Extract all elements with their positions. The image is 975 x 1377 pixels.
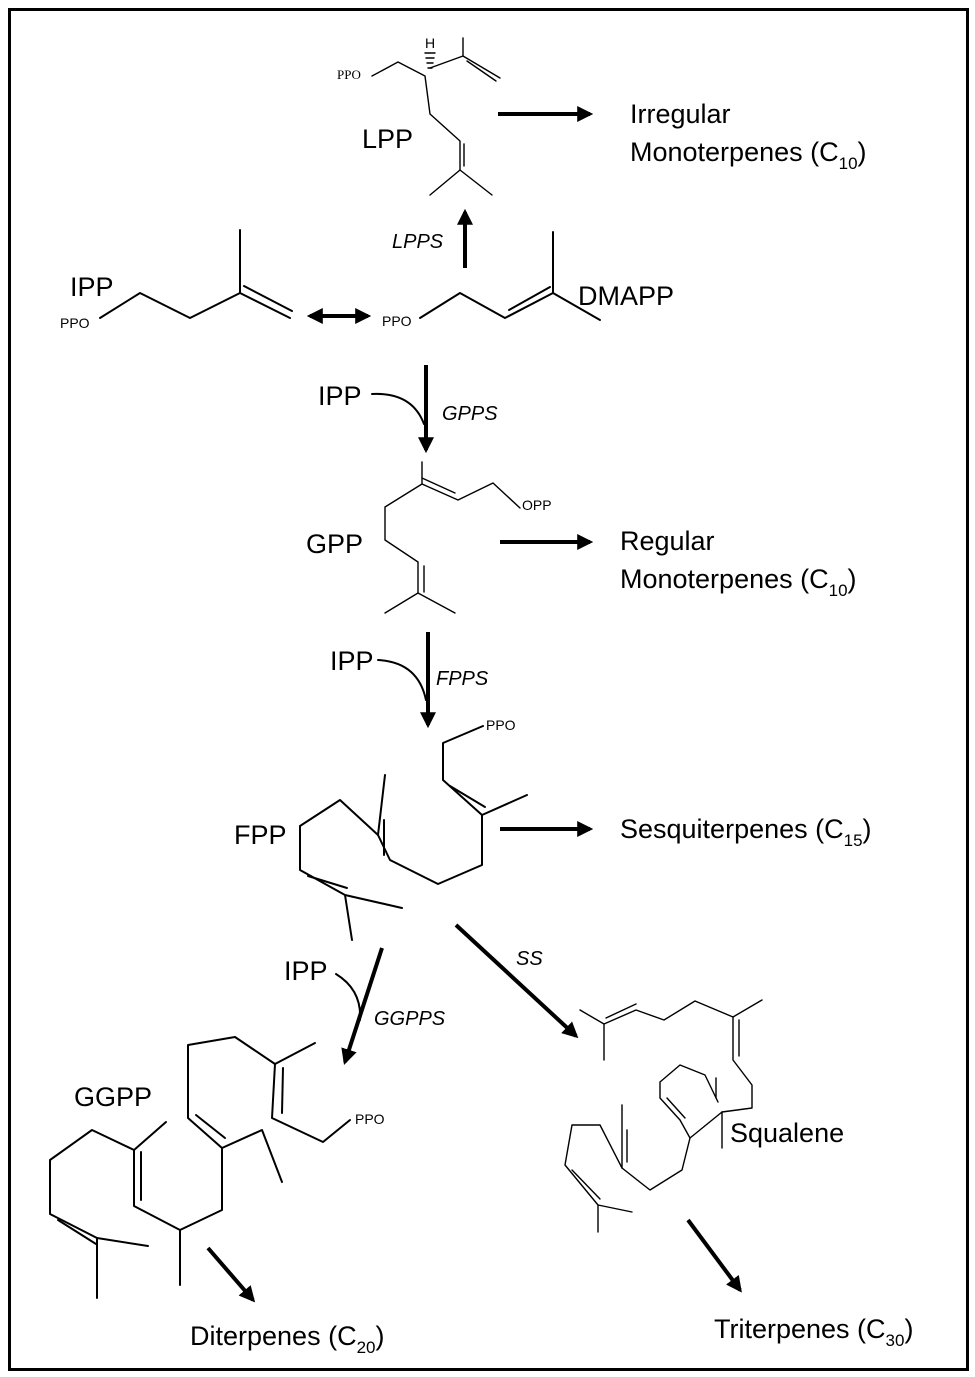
lpp-ppo-group: PPO (337, 67, 361, 82)
enzyme-lpps: LPPS (392, 231, 444, 253)
regular-line1: Regular (620, 526, 715, 556)
enzyme-ss: SS (516, 948, 543, 970)
gpp-opp-group: OPP (522, 497, 552, 513)
irregular-line1: Irregular (630, 99, 731, 129)
regular-line2: Monoterpenes (C10) (620, 564, 857, 600)
dmapp-structure: PPO DMAPP (382, 231, 674, 329)
ipp-ppo-group: PPO (60, 315, 90, 331)
ipp-structure: IPP PPO (60, 229, 293, 331)
enzyme-ggpps: GGPPS (374, 1008, 446, 1030)
ggpp-structure: GGPP PPO (49, 1036, 385, 1299)
irregular-line2: Monoterpenes (C10) (630, 137, 867, 173)
ipp-incoming-curve-fpps (377, 659, 427, 701)
enzyme-gpps: GPPS (442, 403, 498, 425)
squalene-structure: Squalene (564, 999, 844, 1233)
fpp-ppo-group: PPO (486, 717, 516, 733)
arrow-ggpp-to-diterpenes (206, 1246, 256, 1303)
ggpp-label: GGPP (74, 1082, 152, 1112)
diterpenes-label: Diterpenes (C20) (190, 1321, 384, 1357)
lpp-h-atom: H (425, 35, 435, 51)
enzyme-fpps: FPPS (436, 668, 489, 690)
ipp-label: IPP (70, 272, 114, 302)
cosubstrate-ipp-gpps: IPP (318, 381, 362, 411)
arrow-squalene-to-triterpenes (686, 1218, 742, 1293)
lpp-structure: PPO H LPP (337, 35, 501, 196)
dmapp-label: DMAPP (578, 281, 674, 311)
fpp-structure: PPO FPP (234, 717, 528, 941)
cosubstrate-ipp-ggpps: IPP (284, 956, 328, 986)
fpp-label: FPP (234, 820, 287, 850)
dmapp-ppo-group: PPO (382, 313, 412, 329)
gpp-label: GPP (306, 529, 363, 559)
sesquiterpenes-label: Sesquiterpenes (C15) (620, 814, 872, 850)
arrow-ggpps (341, 947, 384, 1066)
ipp-incoming-curve-gpps (371, 392, 425, 425)
ggpp-ppo-group: PPO (355, 1111, 385, 1127)
arrow-ss (454, 923, 579, 1039)
lpp-label: LPP (362, 124, 413, 154)
triterpenes-label: Triterpenes (C30) (714, 1314, 913, 1350)
cosubstrate-ipp-fpps: IPP (330, 646, 374, 676)
squalene-label: Squalene (730, 1118, 844, 1148)
gpp-structure: OPP GPP (306, 461, 552, 614)
figure-frame (8, 8, 969, 1371)
ipp-incoming-curve-ggpps (335, 973, 362, 1021)
